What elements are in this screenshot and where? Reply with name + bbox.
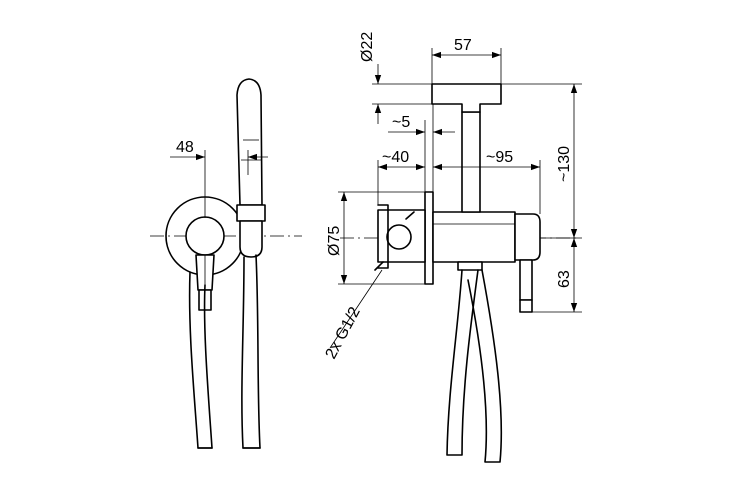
- side-bracket-front: [377, 204, 389, 269]
- side-wall-plate: [424, 191, 434, 285]
- side-shower-stem: [461, 111, 481, 213]
- side-thread-mark: [405, 211, 415, 220]
- side-mixer-body: [432, 211, 516, 263]
- front-shower-holder: [236, 204, 266, 222]
- side-thread-mark-2: [374, 261, 384, 271]
- front-hand-shower: [236, 78, 263, 206]
- front-holder-arm: [239, 220, 263, 258]
- side-mixer-cap: [514, 213, 541, 261]
- side-hose: [446, 269, 479, 456]
- thread-label: 2x G1/2: [323, 304, 364, 362]
- side-hose-connector: [457, 261, 483, 271]
- front-valve-body: [185, 216, 225, 256]
- side-shower-head: [431, 83, 502, 113]
- side-hose-loop: [467, 269, 503, 463]
- side-lever-tip: [519, 299, 533, 313]
- side-valve-circle: [386, 224, 412, 250]
- dim-63-label: 63: [556, 270, 573, 288]
- side-lever: [519, 259, 533, 301]
- dim-40-label: ~40: [382, 149, 409, 166]
- dim-95-label: ~95: [486, 149, 513, 166]
- dim-130-label: ~130: [556, 146, 573, 182]
- dim-75-label: Ø75: [326, 226, 343, 256]
- dim-22-label: Ø22: [359, 32, 376, 62]
- dim-5-label: ~5: [392, 114, 410, 131]
- front-hose-right: [241, 254, 261, 449]
- front-view: 48: [150, 78, 302, 449]
- dim-48-label: 48: [176, 139, 194, 156]
- thread-leader-line: [329, 269, 383, 349]
- dim-57-label: 57: [454, 37, 472, 54]
- side-view: 57 Ø22 ~5 ~40 ~95 ~130 63 Ø75: [323, 32, 582, 463]
